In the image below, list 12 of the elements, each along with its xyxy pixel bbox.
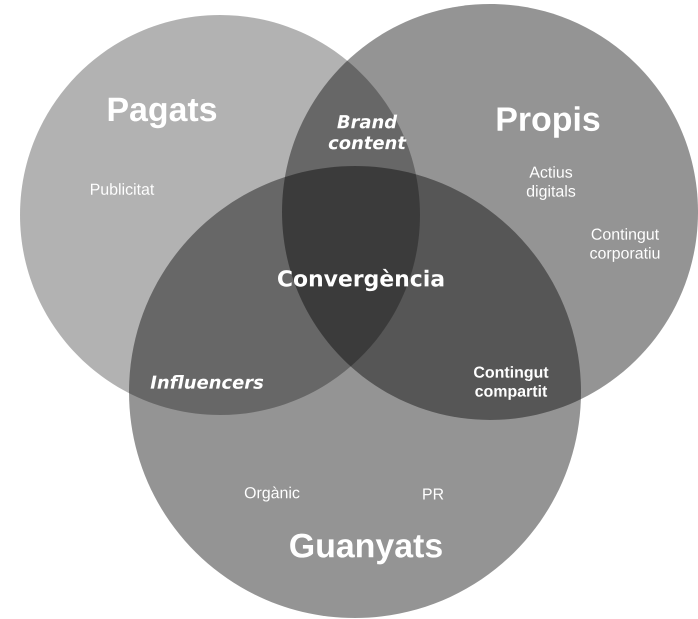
circle-item: Contingut corporatiu [590, 228, 660, 262]
overlap-label: Brand content [328, 114, 406, 150]
overlap-label: Contingut compartit [474, 366, 548, 400]
circle-item: Publicitat [90, 183, 154, 195]
circle-item: Orgànic [244, 486, 300, 502]
overlap-label: Influencers [150, 375, 264, 389]
circle-title: Pagats [108, 98, 216, 128]
circle-title: Guanyats [290, 534, 442, 564]
circle-item: Actius digitals [526, 166, 576, 200]
circle-title: Propis [498, 106, 600, 138]
overlap-label: Convergència [278, 268, 444, 292]
circle-item: PR [423, 488, 444, 500]
